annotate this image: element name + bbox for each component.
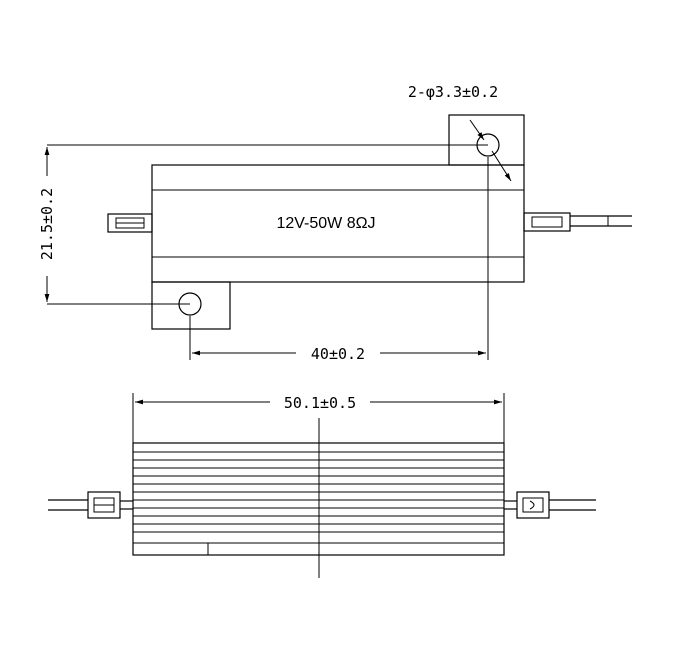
hole-diameter-note: 2-φ3.3±0.2 (408, 83, 498, 101)
hole-leader-out (491, 150, 512, 182)
lead-right (523, 212, 632, 232)
hole-leader-in (469, 119, 485, 141)
height-dimension: 21.5±0.2 (38, 188, 56, 260)
length-dimension: 50.1±0.5 (284, 394, 356, 412)
side-view: 50.1±0.5 (48, 393, 596, 578)
side-lead-left (48, 491, 133, 519)
lead-left (107, 213, 153, 233)
side-lead-right (504, 491, 596, 519)
top-view: 12V-50W 8ΩJ 2-φ3.3±0.2 21.5±0.2 40±0.2 (34, 83, 632, 363)
body-label: 12V-50W 8ΩJ (276, 215, 375, 232)
hole-spacing-dimension: 40±0.2 (311, 345, 365, 363)
mounting-tab-top (448, 114, 525, 166)
mounting-tab-bottom (151, 281, 231, 330)
